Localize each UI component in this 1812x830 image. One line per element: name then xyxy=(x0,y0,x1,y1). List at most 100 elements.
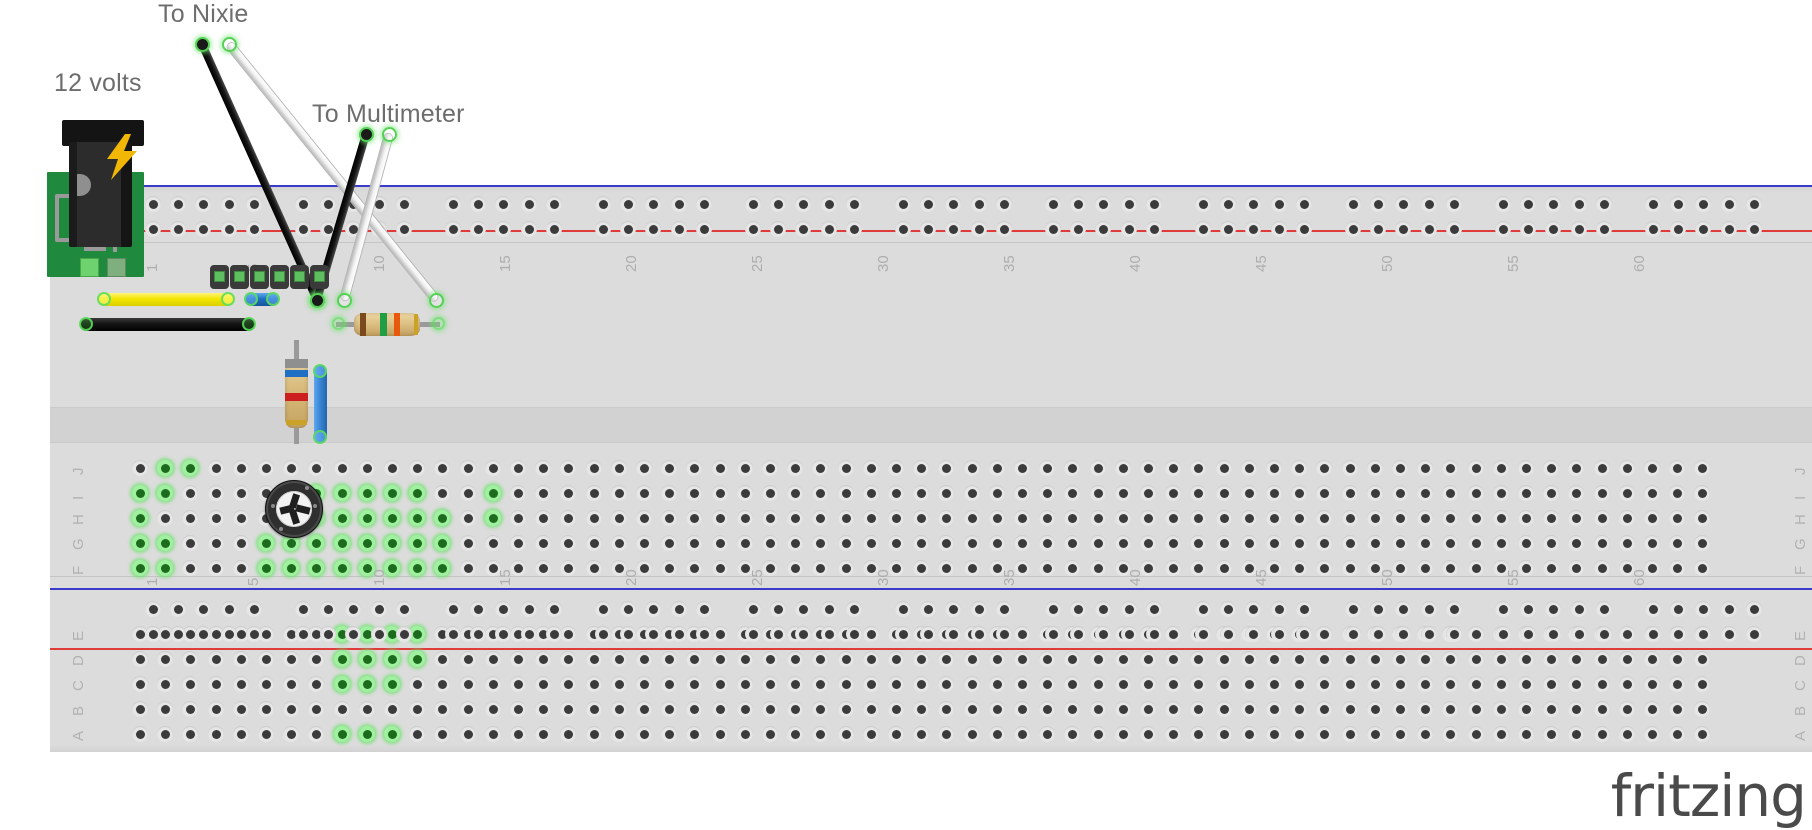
breadboard-hole[interactable] xyxy=(182,485,199,501)
breadboard-hole[interactable] xyxy=(320,196,337,212)
breadboard-hole[interactable] xyxy=(132,651,148,667)
breadboard-hole[interactable] xyxy=(1145,221,1162,237)
breadboard-hole[interactable] xyxy=(1467,701,1484,717)
breadboard-hole[interactable] xyxy=(1392,701,1408,717)
breadboard-hole[interactable] xyxy=(1245,626,1262,642)
breadboard-hole[interactable] xyxy=(888,510,904,526)
breadboard-hole[interactable] xyxy=(1467,726,1484,742)
breadboard-hole[interactable] xyxy=(560,676,577,692)
breadboard-hole[interactable] xyxy=(787,726,804,742)
breadboard-hole[interactable] xyxy=(1316,626,1333,642)
breadboard-hole[interactable] xyxy=(620,196,637,212)
breadboard-hole-connected[interactable] xyxy=(358,485,375,501)
breadboard-hole-connected[interactable] xyxy=(358,510,375,526)
breadboard-hole[interactable] xyxy=(686,460,703,476)
breadboard-hole[interactable] xyxy=(1618,651,1635,667)
breadboard-hole[interactable] xyxy=(787,485,804,501)
breadboard-hole[interactable] xyxy=(920,196,937,212)
breadboard-hole[interactable] xyxy=(1095,196,1112,212)
breadboard-hole[interactable] xyxy=(995,221,1012,237)
breadboard-hole-connected[interactable] xyxy=(409,560,426,576)
breadboard-hole[interactable] xyxy=(207,510,224,526)
breadboard-hole[interactable] xyxy=(308,460,325,476)
breadboard-hole[interactable] xyxy=(1445,626,1462,642)
breadboard-hole[interactable] xyxy=(1165,535,1182,551)
breadboard-hole[interactable] xyxy=(220,626,237,642)
wire-board-end[interactable] xyxy=(310,293,325,308)
breadboard-hole[interactable] xyxy=(1593,460,1610,476)
breadboard-hole-connected[interactable] xyxy=(308,560,325,576)
breadboard-hole[interactable] xyxy=(995,626,1012,642)
breadboard-hole-connected[interactable] xyxy=(132,560,148,576)
breadboard-hole[interactable] xyxy=(1190,651,1207,667)
breadboard-hole[interactable] xyxy=(1518,535,1534,551)
breadboard-hole[interactable] xyxy=(736,535,753,551)
breadboard-hole[interactable] xyxy=(283,701,300,717)
breadboard-hole[interactable] xyxy=(938,560,955,576)
breadboard-hole[interactable] xyxy=(1140,726,1156,742)
breadboard-hole[interactable] xyxy=(1492,651,1509,667)
breadboard-hole[interactable] xyxy=(1669,676,1686,692)
breadboard-hole[interactable] xyxy=(888,535,904,551)
header-pin[interactable] xyxy=(270,265,289,289)
jumper-wire-yellow[interactable] xyxy=(97,292,235,306)
breadboard-hole[interactable] xyxy=(157,510,174,526)
breadboard-hole[interactable] xyxy=(1745,221,1762,237)
breadboard-hole[interactable] xyxy=(1014,701,1030,717)
breadboard-hole[interactable] xyxy=(1495,221,1511,237)
breadboard-hole[interactable] xyxy=(1420,196,1437,212)
breadboard-hole[interactable] xyxy=(1694,676,1711,692)
breadboard-hole[interactable] xyxy=(1417,726,1434,742)
breadboard-hole[interactable] xyxy=(1291,485,1308,501)
breadboard-hole[interactable] xyxy=(837,535,854,551)
breadboard-hole[interactable] xyxy=(358,701,375,717)
breadboard-hole[interactable] xyxy=(636,726,652,742)
breadboard-hole[interactable] xyxy=(1089,726,1106,742)
breadboard-hole[interactable] xyxy=(295,601,311,617)
breadboard-hole[interactable] xyxy=(545,196,562,212)
breadboard-hole[interactable] xyxy=(670,221,687,237)
breadboard-hole[interactable] xyxy=(1644,460,1660,476)
breadboard-hole[interactable] xyxy=(895,626,911,642)
breadboard-hole[interactable] xyxy=(207,626,224,642)
breadboard-hole-connected[interactable] xyxy=(132,510,148,526)
breadboard-hole[interactable] xyxy=(510,535,526,551)
breadboard-hole[interactable] xyxy=(620,601,637,617)
breadboard-hole[interactable] xyxy=(395,196,412,212)
breadboard-hole[interactable] xyxy=(695,196,712,212)
breadboard-hole[interactable] xyxy=(434,651,451,667)
breadboard-hole[interactable] xyxy=(1669,560,1686,576)
breadboard-hole[interactable] xyxy=(787,560,804,576)
breadboard-hole[interactable] xyxy=(495,626,512,642)
breadboard-hole[interactable] xyxy=(610,651,627,667)
breadboard-hole[interactable] xyxy=(1190,510,1207,526)
breadboard-hole[interactable] xyxy=(920,626,937,642)
breadboard-hole[interactable] xyxy=(970,626,987,642)
breadboard-hole[interactable] xyxy=(1240,701,1257,717)
breadboard-hole[interactable] xyxy=(1114,460,1131,476)
breadboard-hole[interactable] xyxy=(308,701,325,717)
breadboard-hole[interactable] xyxy=(837,485,854,501)
breadboard-hole[interactable] xyxy=(445,221,461,237)
breadboard-hole-connected[interactable] xyxy=(484,485,501,501)
breadboard-hole[interactable] xyxy=(661,701,678,717)
breadboard-hole[interactable] xyxy=(585,726,602,742)
breadboard-hole[interactable] xyxy=(1392,560,1408,576)
breadboard-hole[interactable] xyxy=(1695,221,1712,237)
breadboard-hole[interactable] xyxy=(913,460,930,476)
breadboard-hole[interactable] xyxy=(711,676,728,692)
breadboard-hole[interactable] xyxy=(145,196,161,212)
breadboard-hole-connected[interactable] xyxy=(409,651,426,667)
breadboard-hole[interactable] xyxy=(445,626,461,642)
breadboard-hole[interactable] xyxy=(1694,701,1711,717)
breadboard-hole[interactable] xyxy=(1745,626,1762,642)
breadboard-hole[interactable] xyxy=(1215,726,1232,742)
breadboard-hole-connected[interactable] xyxy=(333,651,350,667)
breadboard-hole[interactable] xyxy=(711,485,728,501)
breadboard-hole[interactable] xyxy=(938,726,955,742)
breadboard-hole[interactable] xyxy=(333,460,350,476)
breadboard-hole[interactable] xyxy=(535,651,552,667)
header-pin[interactable] xyxy=(210,265,229,289)
breadboard-hole[interactable] xyxy=(661,676,678,692)
breadboard-hole[interactable] xyxy=(1543,560,1560,576)
